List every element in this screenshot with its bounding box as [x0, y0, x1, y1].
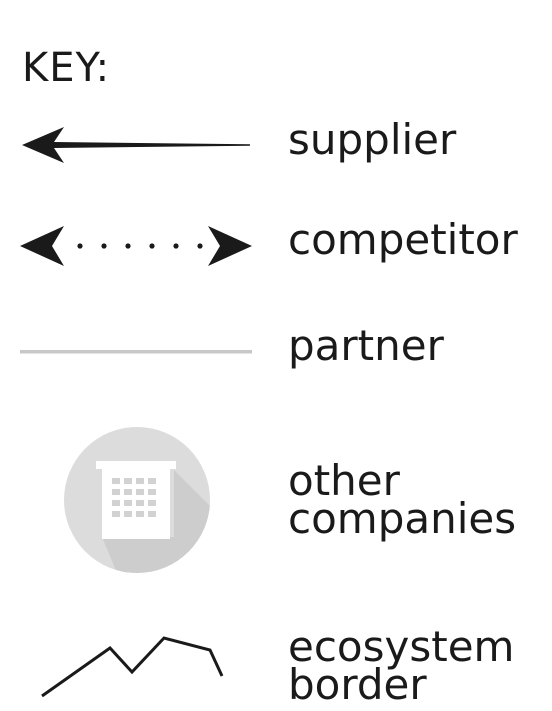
building-circle-icon [62, 425, 212, 575]
ecosystem-border-label-line-1: ecosystem [288, 622, 515, 671]
partner-line-icon [20, 348, 252, 356]
supplier-label: supplier [288, 115, 457, 164]
legend-title: KEY: [22, 45, 111, 91]
competitor-label: competitor [288, 215, 518, 264]
other-companies-label-line-2: companies [288, 494, 517, 543]
ecosystem-border-label: ecosystem border [288, 622, 515, 709]
supplier-arrow-icon [18, 125, 258, 165]
other-companies-label-line-1: other [288, 456, 400, 505]
other-companies-label: other companies [288, 456, 517, 543]
competitor-arrow-icon [18, 224, 258, 268]
ecosystem-border-label-line-2: border [288, 660, 427, 709]
ecosystem-border-line-icon [38, 630, 228, 700]
partner-label: partner [288, 321, 444, 370]
